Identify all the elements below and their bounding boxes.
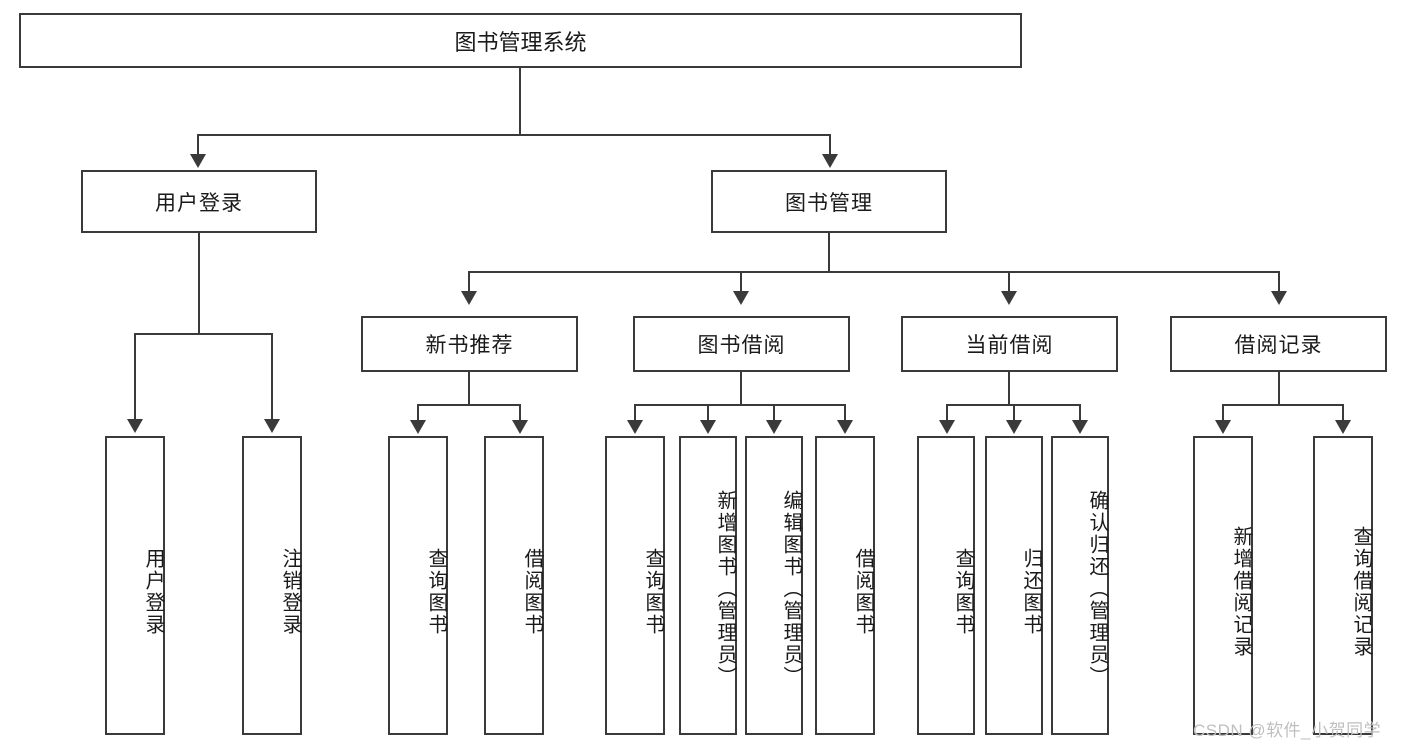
edge-br-bar (1222, 404, 1344, 406)
leaf-return-book[interactable]: 归还图书 (985, 436, 1043, 735)
edge-cb-to-leaf-2 (1013, 404, 1015, 422)
leaf-query-book-3[interactable]: 查询图书 (917, 436, 975, 735)
node-label: 查询借阅记录 (1350, 525, 1372, 658)
arrow-nbr-to-leaf-1 (410, 420, 426, 434)
node-label: 注销登录 (279, 547, 301, 636)
node-label: 用户登录 (142, 547, 164, 636)
node-label: 查询图书 (425, 547, 447, 636)
edge-book-management-stem (828, 233, 830, 272)
node-new-book-recommend[interactable]: 新书推荐 (361, 316, 578, 372)
edge-bm-to-borrow-record (1278, 271, 1280, 293)
leaf-query-book-1[interactable]: 查询图书 (388, 436, 448, 735)
node-label: 编辑图书（管理员） (780, 489, 802, 688)
node-label: 新增借阅记录 (1230, 525, 1252, 658)
leaf-borrow-book-1[interactable]: 借阅图书 (484, 436, 544, 735)
edge-user-login-to-leaf-2 (271, 333, 273, 421)
csdn-watermark: CSDN @软件_小贺同学 (1193, 721, 1382, 740)
node-label: 查询图书 (642, 547, 664, 636)
node-label: 借阅记录 (1234, 334, 1323, 357)
node-root-book-management-system[interactable]: 图书管理系统 (19, 13, 1022, 68)
node-label: 新增图书（管理员） (714, 489, 736, 688)
edge-bb-bar (634, 404, 846, 406)
node-label: 图书管理系统 (454, 29, 587, 55)
edge-root-bar (197, 134, 831, 136)
arrow-bm-to-borrow-record (1271, 291, 1287, 305)
edge-nbr-stem (468, 372, 470, 405)
edge-root-to-user-login (197, 134, 199, 156)
arrow-bm-to-new-book-recommend (461, 291, 477, 305)
leaf-query-record[interactable]: 查询借阅记录 (1313, 436, 1373, 735)
edge-root-stem (519, 68, 521, 136)
leaf-borrow-book-2[interactable]: 借阅图书 (815, 436, 875, 735)
edge-br-to-leaf-1 (1222, 404, 1224, 422)
arrow-nbr-to-leaf-2 (512, 420, 528, 434)
arrow-root-to-book-management (822, 154, 838, 168)
leaf-logout[interactable]: 注销登录 (242, 436, 302, 735)
edge-nbr-to-leaf-1 (417, 404, 419, 422)
edge-nbr-bar (417, 404, 520, 406)
leaf-confirm-return[interactable]: 确认归还（管理员） (1051, 436, 1109, 735)
edge-root-to-book-management (829, 134, 831, 156)
arrow-user-login-to-leaf-2 (264, 419, 280, 433)
arrow-user-login-to-leaf-1 (127, 419, 143, 433)
node-book-management[interactable]: 图书管理 (711, 170, 947, 233)
arrow-bb-to-leaf-1 (627, 420, 643, 434)
edge-user-login-stem (198, 233, 200, 334)
arrow-bb-to-leaf-3 (766, 420, 782, 434)
arrow-cb-to-leaf-3 (1072, 420, 1088, 434)
edge-book-management-bar (468, 271, 1280, 273)
edge-cb-to-leaf-1 (946, 404, 948, 422)
node-label: 查询图书 (952, 547, 974, 636)
leaf-add-record[interactable]: 新增借阅记录 (1193, 436, 1253, 735)
node-label: 借阅图书 (852, 547, 874, 636)
leaf-add-book[interactable]: 新增图书（管理员） (679, 436, 737, 735)
edge-nbr-to-leaf-2 (519, 404, 521, 422)
arrow-bb-to-leaf-4 (837, 420, 853, 434)
arrow-cb-to-leaf-1 (939, 420, 955, 434)
edge-bb-to-leaf-2 (707, 404, 709, 422)
leaf-user-login[interactable]: 用户登录 (105, 436, 165, 735)
node-label: 图书借阅 (697, 334, 786, 357)
node-book-borrow[interactable]: 图书借阅 (633, 316, 850, 372)
arrow-br-to-leaf-2 (1335, 420, 1351, 434)
arrow-bm-to-book-borrow (733, 291, 749, 305)
edge-bm-to-current-borrow (1008, 271, 1010, 293)
arrow-bb-to-leaf-2 (700, 420, 716, 434)
node-label: 新书推荐 (425, 334, 514, 357)
edge-bb-to-leaf-3 (773, 404, 775, 422)
node-label: 当前借阅 (965, 334, 1054, 357)
edge-user-login-bar (134, 333, 272, 335)
edge-bm-to-book-borrow (740, 271, 742, 293)
node-current-borrow[interactable]: 当前借阅 (901, 316, 1118, 372)
edge-br-stem (1278, 372, 1280, 405)
edge-user-login-to-leaf-1 (134, 333, 136, 421)
edge-br-to-leaf-2 (1342, 404, 1344, 422)
edge-bb-stem (740, 372, 742, 405)
leaf-edit-book[interactable]: 编辑图书（管理员） (745, 436, 803, 735)
leaf-query-book-2[interactable]: 查询图书 (605, 436, 665, 735)
node-user-login[interactable]: 用户登录 (81, 170, 317, 233)
arrow-br-to-leaf-1 (1215, 420, 1231, 434)
edge-cb-stem (1008, 372, 1010, 405)
edge-cb-to-leaf-3 (1079, 404, 1081, 422)
arrow-root-to-user-login (190, 154, 206, 168)
node-label: 用户登录 (155, 191, 243, 215)
edge-bm-to-new-book-recommend (468, 271, 470, 293)
node-label: 借阅图书 (521, 547, 543, 636)
arrow-bm-to-current-borrow (1001, 291, 1017, 305)
node-label: 确认归还（管理员） (1086, 489, 1108, 688)
node-label: 归还图书 (1020, 547, 1042, 636)
node-borrow-record[interactable]: 借阅记录 (1170, 316, 1387, 372)
arrow-cb-to-leaf-2 (1006, 420, 1022, 434)
edge-bb-to-leaf-4 (844, 404, 846, 422)
edge-bb-to-leaf-1 (634, 404, 636, 422)
node-label: 图书管理 (785, 191, 873, 215)
